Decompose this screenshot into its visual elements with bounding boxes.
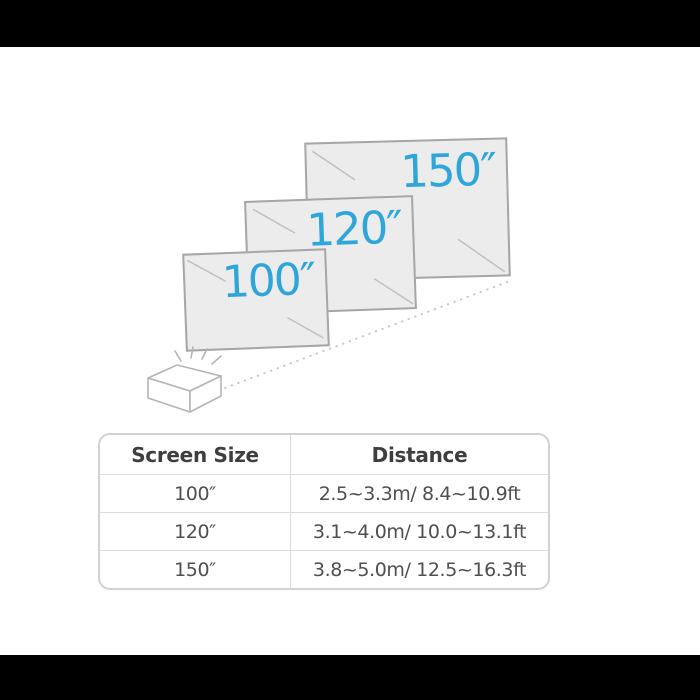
table-cell-size-120: 120″ [100,512,290,550]
table-cell-distance-150: 3.8~5.0m/ 12.5~16.3ft [290,550,548,588]
screen-size-label-150: 150″ [399,142,496,199]
table-header-screen-size: Screen Size [131,442,259,467]
table-cell-size-100: 100″ [100,474,290,512]
screen-150: 150″ [304,137,511,282]
table-cell-size-150: 150″ [100,550,290,588]
table-header-distance: Distance [290,435,548,474]
screen-glare-icon [311,150,506,273]
bottom-letterbox-bar [0,655,700,700]
table-cell-distance-120: 3.1~4.0m/ 10.0~13.1ft [290,512,548,550]
projector-icon [147,364,222,413]
screen-size-label-100: 100″ [220,253,316,309]
table-cell-distance-100: 2.5~3.3m/ 8.4~10.9ft [290,474,548,512]
screen-100: 100″ [182,248,330,352]
throw-distance-table: Screen Size Distance 100″ 2.5~3.3m/ 8.4~… [98,433,550,590]
top-letterbox-bar [0,0,700,47]
screen-size-label-120: 120″ [305,200,402,257]
